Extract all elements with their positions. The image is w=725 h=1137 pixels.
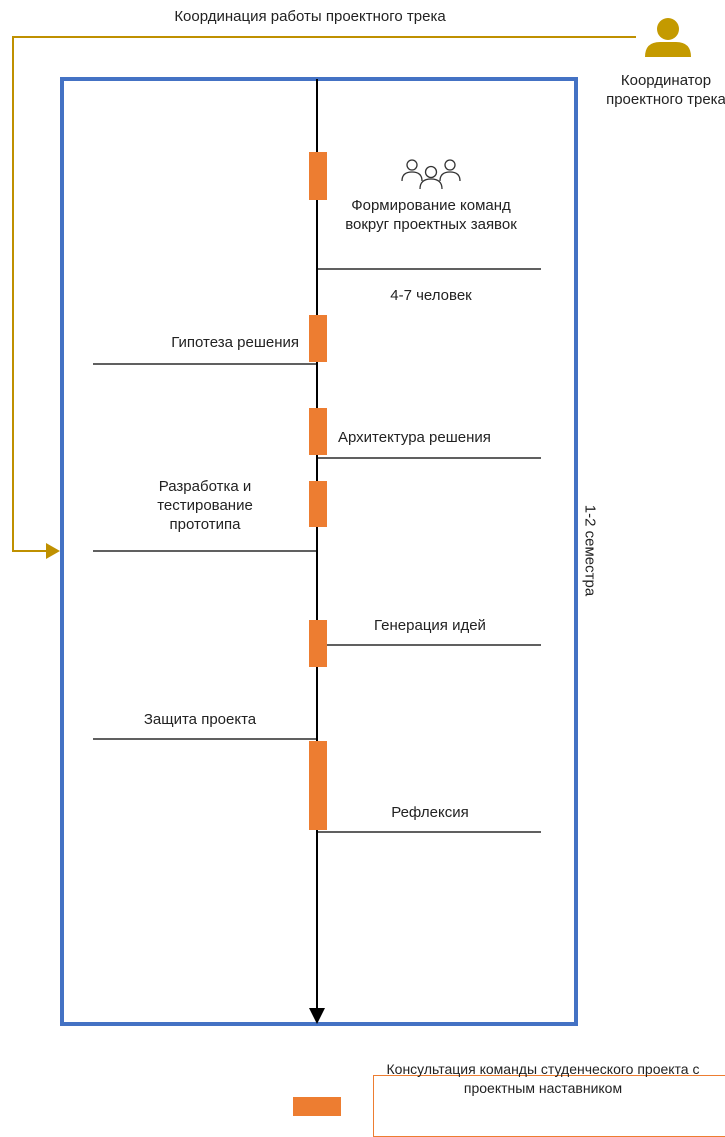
coordination-arrowhead [46, 543, 60, 559]
coordination-label: Координация работы проектного трека [174, 8, 446, 25]
duration-label: 1-2 семестра [581, 504, 599, 597]
team-size-label: 4-7 человек [390, 287, 472, 304]
stage-label-hypothesis: Гипотеза решения [171, 334, 299, 351]
consultation-marker [309, 741, 327, 830]
timeline-arrowhead [309, 1008, 325, 1024]
stage-label-prototype: Разработка и тестирование прототипа [157, 478, 253, 533]
team-icon [401, 159, 461, 190]
consultation-marker [309, 408, 327, 455]
consultation-marker [309, 481, 327, 527]
coordination-arrow-line [12, 36, 636, 552]
legend-marker [293, 1097, 341, 1116]
consultation-marker [309, 620, 327, 667]
stage-label-forming: Формирование команд вокруг проектных зая… [345, 197, 517, 233]
consultation-marker [309, 315, 327, 362]
person-icon [645, 18, 691, 57]
stage-label-ideas: Генерация идей [374, 617, 486, 634]
stage-label-reflection: Рефлексия [391, 804, 469, 821]
stage-label-architecture: Архитектура решения [338, 429, 491, 446]
stage-label-defense: Защита проекта [143, 711, 257, 728]
consultation-marker [309, 152, 327, 200]
project-frame [60, 77, 578, 1026]
coordinator-label: Координатор проектного трека [606, 72, 725, 108]
legend-label: Консультация команды студенческого проек… [386, 1061, 700, 1096]
